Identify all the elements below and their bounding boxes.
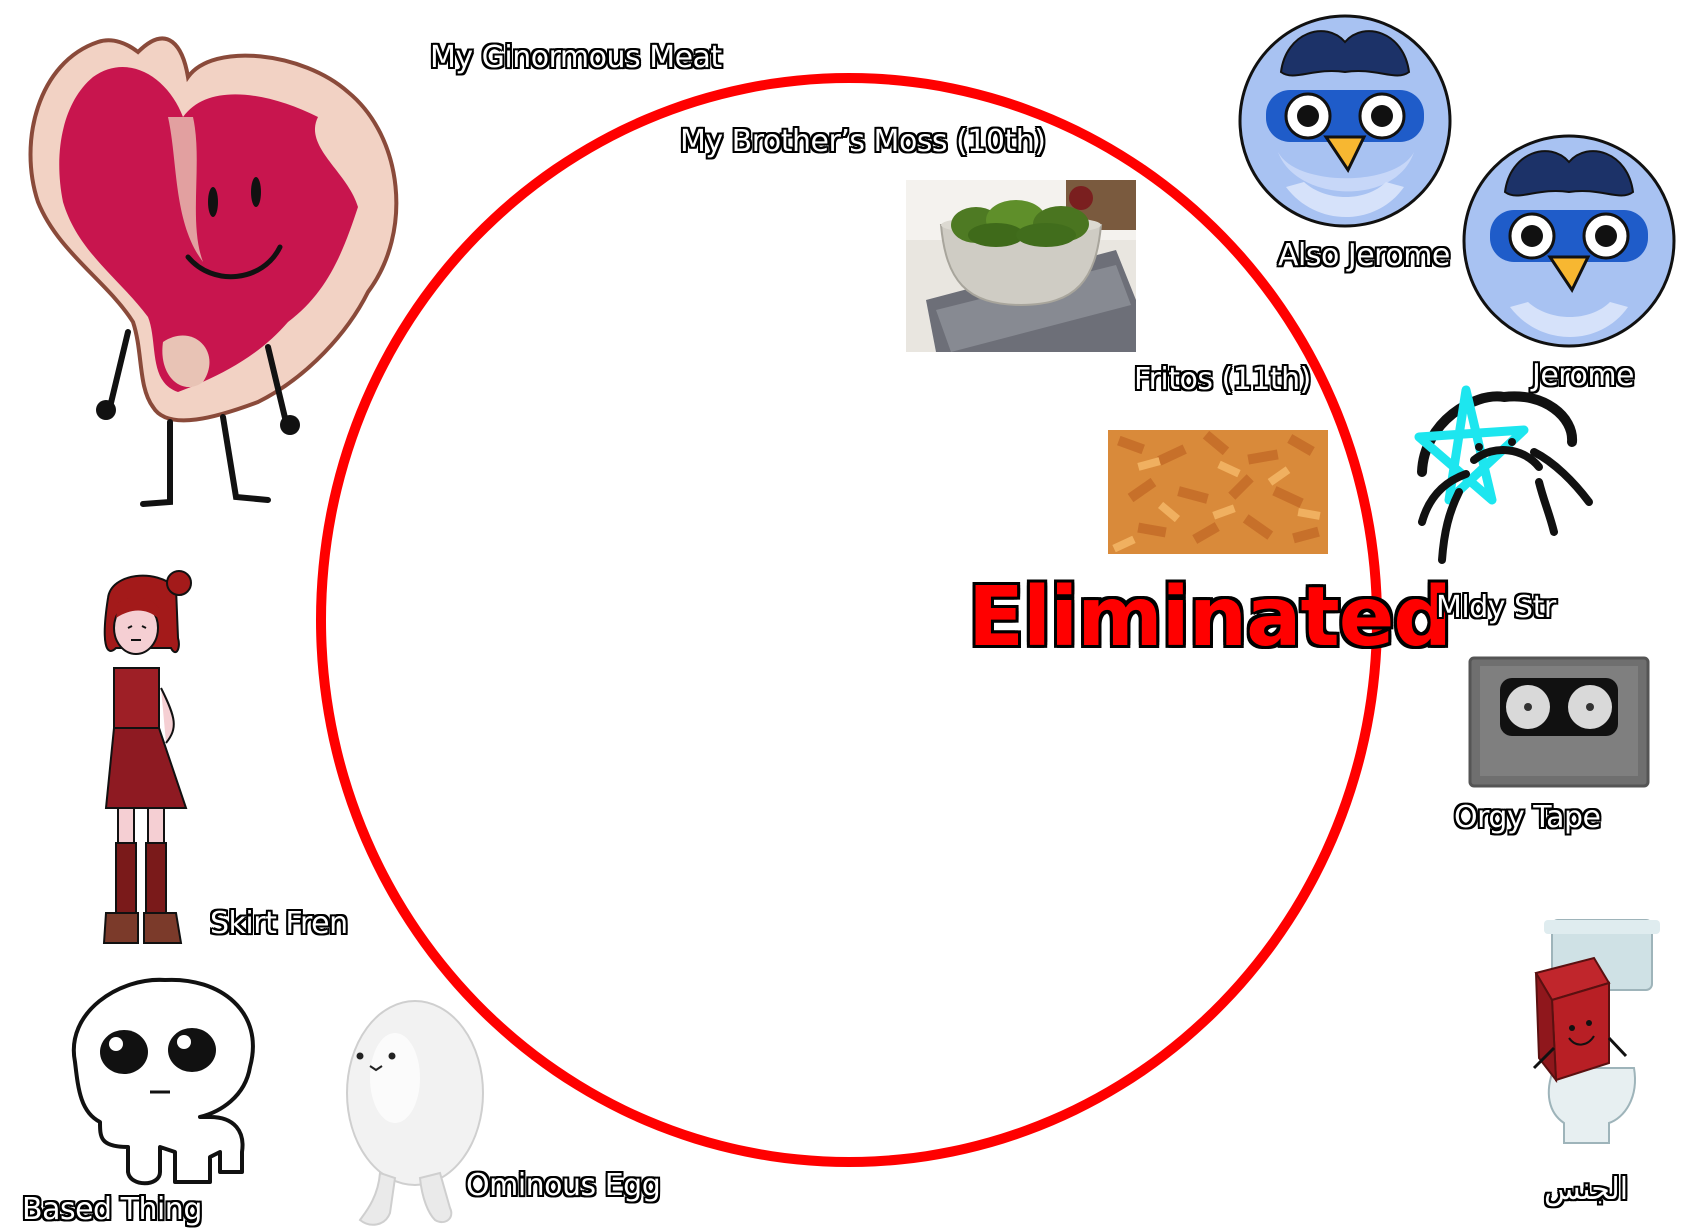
moss-bowl-photo (906, 180, 1136, 352)
label-ominous-egg: Ominous Egg (466, 1168, 661, 1203)
label-mldy-str: Mldy Str (1436, 590, 1556, 625)
label-my-ginormous-meat: My Ginormous Meat (430, 40, 722, 75)
based-thing-creature (71, 977, 255, 1186)
orgy-tape-cassette (1468, 656, 1650, 788)
skirt-fren-character (102, 570, 192, 944)
also-jerome-bird (1238, 14, 1452, 228)
ominous-egg-plush (346, 1000, 484, 1226)
jerome-bird (1462, 134, 1676, 348)
label-fritos: Fritos (11th) (1134, 362, 1311, 397)
label-orgy-tape: Orgy Tape (1454, 800, 1601, 835)
fritos-photo (1108, 430, 1328, 554)
ginormous-meat-character (28, 36, 399, 507)
label-skirt-fren: Skirt Fren (210, 906, 348, 941)
label-my-brothers-moss: My Brother’s Moss (10th) (680, 124, 1046, 159)
label-jerome: Jerome (1532, 358, 1635, 393)
label-also-jerome: Also Jerome (1278, 238, 1450, 273)
elimination-circle (316, 73, 1382, 1167)
label-based-thing: Based Thing (22, 1192, 202, 1227)
toilet-cube-photo (1514, 918, 1680, 1148)
eliminated-title: Eliminated (968, 570, 1452, 665)
label-al-jins: الجنس (1544, 1172, 1629, 1207)
mldy-str-star (1414, 385, 1593, 564)
